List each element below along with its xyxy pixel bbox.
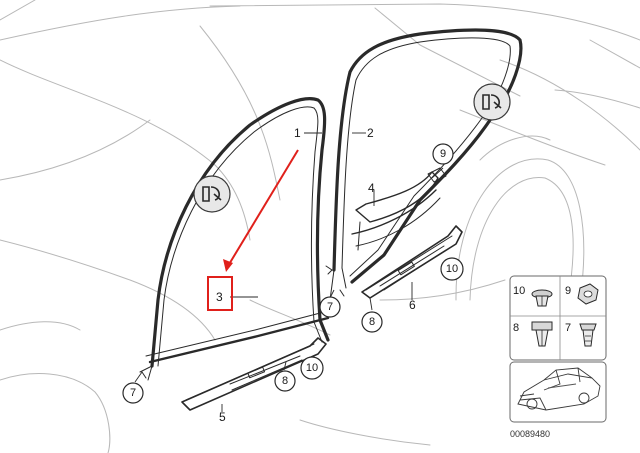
- circled-label-8a: 8: [274, 370, 296, 392]
- rear-door-seal: [329, 28, 523, 301]
- car-thumbnail-icon: [517, 367, 601, 411]
- highlight-arrow: [227, 149, 299, 267]
- circled-label-8b: 8: [361, 311, 383, 333]
- part-label-1: 1: [294, 126, 301, 140]
- circled-label-10a: 10: [300, 356, 324, 380]
- highlight-box: [207, 276, 233, 311]
- part-label-8a: 8: [282, 375, 288, 387]
- inset-label-7: 7: [565, 322, 571, 334]
- part-label-3: 3: [216, 290, 223, 304]
- part-label-10b: 10: [446, 263, 458, 275]
- clip-marks: [141, 167, 447, 379]
- leader-lines: [134, 132, 444, 412]
- part-label-8b: 8: [369, 316, 375, 328]
- seal-profile-icon: [473, 83, 511, 121]
- diagram-reference-number: 00089480: [510, 429, 550, 439]
- fastener-inset-panel: 10 9 8 7: [509, 275, 607, 361]
- push-clip-icon: [531, 289, 553, 307]
- seal-profile-icon: [193, 175, 231, 213]
- hex-nut-icon: [577, 283, 599, 305]
- inner-trim-panel: [351, 171, 441, 251]
- vehicle-thumbnail-panel: [509, 361, 607, 423]
- part-label-9: 9: [440, 148, 446, 160]
- highlighted-part-3: 3: [207, 149, 299, 311]
- front-door-seal: [139, 97, 330, 381]
- trim-clip-icon: [579, 323, 597, 347]
- part-label-4: 4: [368, 181, 375, 195]
- part-label-10a: 10: [306, 362, 318, 374]
- part-label-5: 5: [219, 410, 226, 424]
- inset-label-10: 10: [513, 285, 525, 297]
- circled-label-7a: 7: [122, 382, 144, 404]
- part-label-7b: 7: [327, 301, 333, 313]
- circled-label-7b: 7: [319, 296, 341, 318]
- part-label-2: 2: [367, 126, 374, 140]
- front-sill-trim: [181, 337, 327, 411]
- arrow-head-icon: [223, 259, 233, 272]
- inset-label-9: 9: [565, 285, 571, 297]
- inset-label-8: 8: [513, 322, 519, 334]
- circled-label-9: 9: [432, 143, 454, 165]
- part-label-7a: 7: [130, 387, 136, 399]
- expansion-clip-icon: [531, 321, 553, 347]
- circled-label-10b: 10: [440, 257, 464, 281]
- part-label-6: 6: [409, 298, 416, 312]
